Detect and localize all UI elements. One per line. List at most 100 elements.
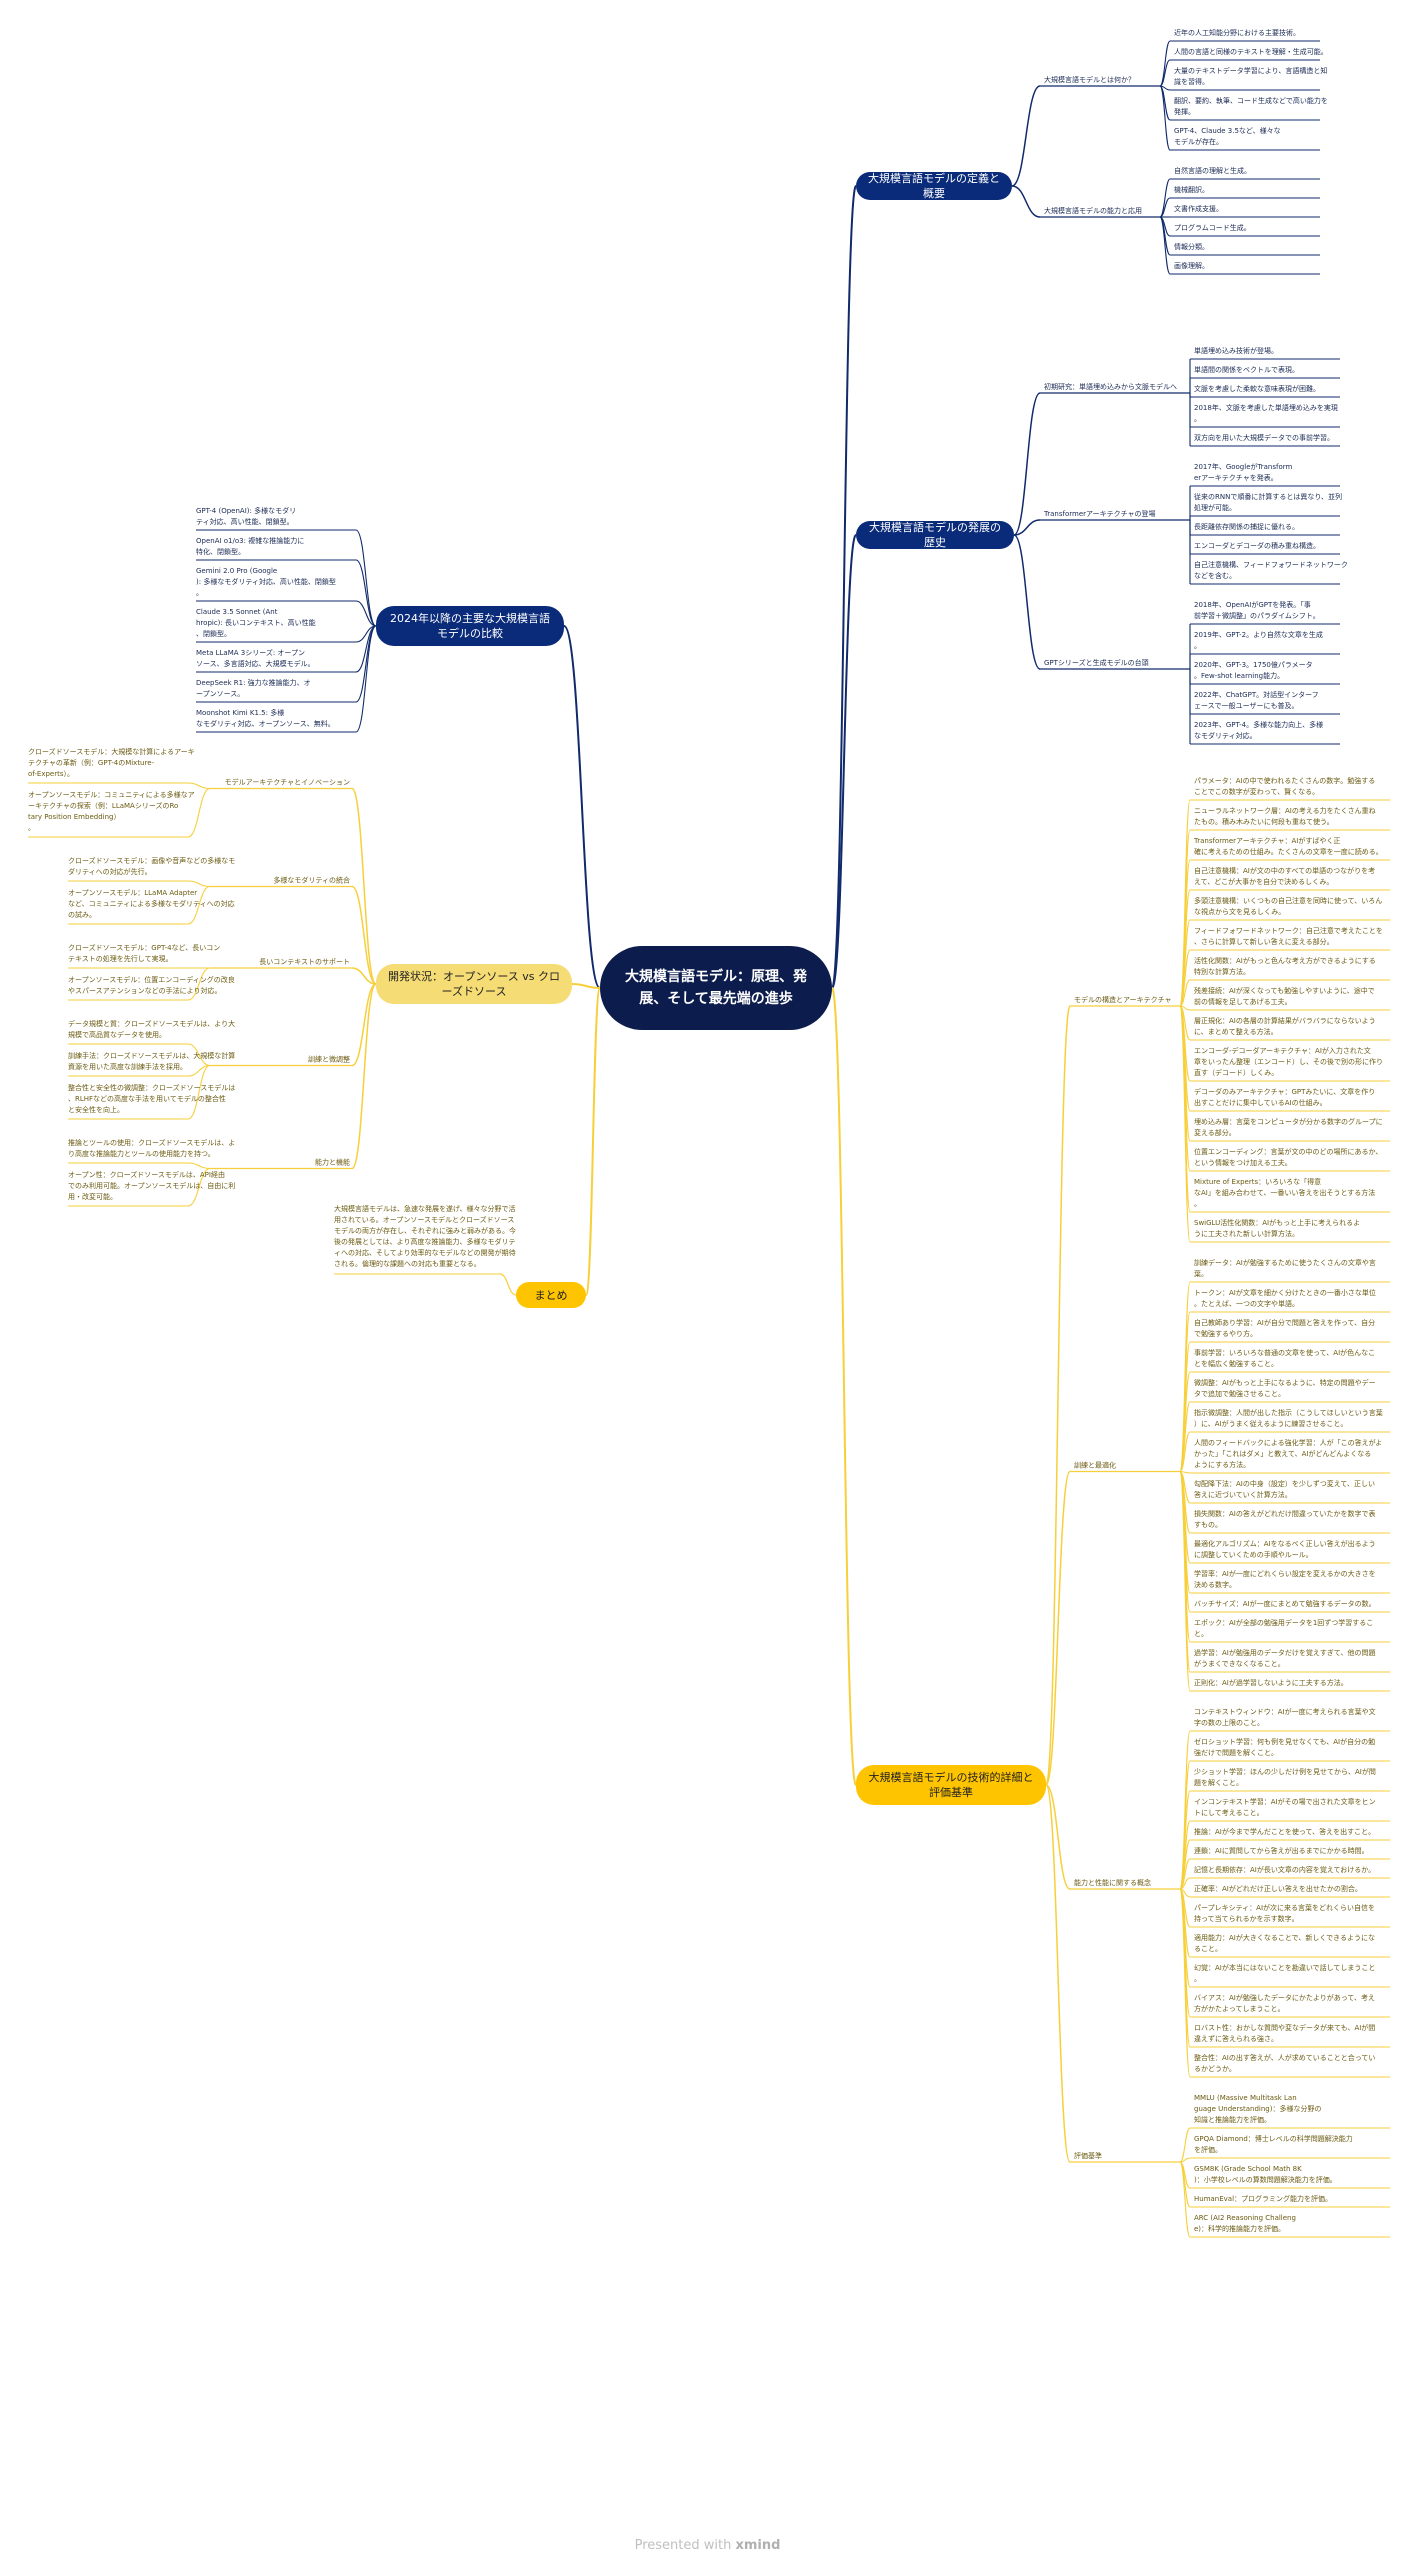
technical-leaf-0-9-line-0[interactable]: エンコーダ-デコーダアーキテクチャ：AIが入力された文	[1194, 1046, 1371, 1055]
compare-leaf-0-line-0[interactable]: GPT-4 (OpenAI): 多様なモダリ	[196, 506, 296, 515]
definition-leaf-0-0-line-0[interactable]: 近年の人工知能分野における主要技術。	[1174, 28, 1300, 37]
technical-leaf-0-6-line-0[interactable]: 活性化関数：AIがもっと色んな考え方ができるようにする	[1194, 956, 1376, 965]
technical-leaf-0-8-line-1[interactable]: に、まとめて整える方法。	[1194, 1027, 1278, 1036]
compare-leaf-2-line-2[interactable]: 。	[196, 589, 203, 597]
technical-leaf-3-0-line-1[interactable]: guage Understanding)：多様な分野の	[1194, 2104, 1321, 2113]
history-leaf-2-0-line-0[interactable]: 2018年、OpenAIがGPTを発表。「事	[1194, 600, 1311, 609]
technical-leaf-2-8-line-1[interactable]: 持って当てられるかを示す数字。	[1194, 1914, 1299, 1923]
topic-summary[interactable]: まとめ	[516, 1282, 586, 1308]
technical-leaf-1-2-line-0[interactable]: 自己教師あり学習：AIが自分で問題と答えを作って、自分	[1194, 1318, 1375, 1327]
technical-leaf-2-9-line-0[interactable]: 適用能力：AIが大きくなることで、新しくできるようにな	[1194, 1933, 1375, 1942]
status-leaf-2-1-line-1[interactable]: やスパースアテンションなどの手法により対応。	[68, 986, 222, 995]
status-leaf-0-1-line-2[interactable]: tary Position Embedding）	[28, 813, 120, 821]
history-leaf-1-4-line-1[interactable]: などを含む。	[1194, 571, 1236, 580]
technical-leaf-0-14-line-0[interactable]: SwiGLU活性化関数：AIがもっと上手に考えられるよ	[1194, 1218, 1360, 1227]
compare-leaf-0-line-1[interactable]: ティ対応、高い性能、閉鎖型。	[196, 517, 294, 526]
technical-leaf-2-11-line-0[interactable]: バイアス：AIが勉強したデータにかたよりがあって、考え	[1194, 1993, 1375, 2002]
summary-leaf-line-0[interactable]: 大規模言語モデルは、急速な発展を遂げ、様々な分野で活	[334, 1204, 516, 1213]
history-leaf-0-0-line-0[interactable]: 単語埋め込み技術が登場。	[1194, 346, 1278, 355]
compare-leaf-3-line-0[interactable]: Claude 3.5 Sonnet (Ant	[196, 608, 278, 616]
definition-leaf-1-4-line-0[interactable]: 情報分類。	[1174, 242, 1209, 251]
technical-leaf-0-8-line-0[interactable]: 層正規化：AIの各層の計算結果がバラバラにならないよう	[1194, 1016, 1376, 1025]
technical-leaf-2-7-line-0[interactable]: 正確率：AIがどれだけ正しい答えを出せたかの割合。	[1194, 1884, 1362, 1893]
technical-leaf-3-1-line-0[interactable]: GPQA Diamond：博士レベルの科学問題解決能力	[1194, 2134, 1353, 2143]
technical-leaf-1-0-line-0[interactable]: 訓練データ：AIが勉強するために使うたくさんの文章や言	[1194, 1258, 1376, 1267]
topic-model-comparison[interactable]: 2024年以降の主要な大規模言語モデルの比較	[376, 606, 564, 646]
topic-history[interactable]: 大規模言語モデルの発展の歴史	[856, 521, 1014, 549]
status-leaf-3-0-line-0[interactable]: データ規模と質：クローズドソースモデルは、より大	[68, 1019, 235, 1028]
definition-leaf-1-3-line-0[interactable]: プログラムコード生成。	[1174, 223, 1251, 232]
technical-leaf-1-8-line-1[interactable]: すもの。	[1194, 1521, 1222, 1529]
technical-leaf-3-2-line-0[interactable]: GSM8K (Grade School Math 8K	[1194, 2165, 1302, 2173]
technical-sub-1[interactable]: 訓練と最適化	[1074, 1461, 1116, 1470]
technical-leaf-0-4-line-0[interactable]: 多頭注意機構：いくつもの自己注意を同時に使って、いろん	[1194, 896, 1382, 905]
status-leaf-2-0-line-1[interactable]: テキストの処理を先行して実現。	[68, 954, 173, 963]
status-leaf-1-1-line-1[interactable]: など、コミュニティによる多様なモダリティへの対応	[68, 899, 235, 908]
technical-leaf-0-5-line-0[interactable]: フィードフォワードネットワーク：自己注意で考えたことを	[1194, 926, 1383, 935]
status-leaf-0-1-line-3[interactable]: 。	[28, 824, 35, 832]
technical-leaf-1-8-line-0[interactable]: 損失関数：AIの答えがどれだけ間違っていたかを数字で表	[1194, 1509, 1376, 1518]
compare-leaf-4-line-1[interactable]: ソース、多言語対応、大規模モデル。	[196, 659, 315, 668]
status-leaf-1-0-line-0[interactable]: クローズドソースモデル：画像や音声などの多様なモ	[68, 856, 235, 865]
status-sub-4[interactable]: 能力と機能	[315, 1158, 350, 1167]
technical-leaf-1-13-line-1[interactable]: がうまくできなくなること。	[1194, 1659, 1285, 1668]
status-leaf-3-2-line-0[interactable]: 整合性と安全性の微調整：クローズドソースモデルは	[68, 1083, 235, 1092]
definition-leaf-0-1-line-0[interactable]: 人間の言語と同様のテキストを理解・生成可能。	[1174, 47, 1328, 56]
status-leaf-1-1-line-2[interactable]: の試み。	[68, 910, 96, 919]
technical-leaf-2-8-line-0[interactable]: パープレキシティ：AIが次に来る言葉をどれくらい自信を	[1194, 1903, 1375, 1912]
status-leaf-2-1-line-0[interactable]: オープンソースモデル：位置エンコーディングの改良	[68, 975, 235, 984]
status-sub-3[interactable]: 訓練と微調整	[308, 1055, 350, 1064]
history-leaf-2-1-line-0[interactable]: 2019年、GPT-2。より自然な文章を生成	[1194, 630, 1323, 639]
technical-leaf-0-3-line-1[interactable]: えて、どこが大事かを自分で決めるしくみ。	[1194, 877, 1333, 886]
status-leaf-3-1-line-1[interactable]: 資源を用いた高度な訓練手法を採用。	[68, 1062, 187, 1071]
technical-leaf-2-4-line-0[interactable]: 推論：AIが今まで学んだことを使って、答えを出すこと。	[1194, 1827, 1375, 1836]
technical-leaf-3-3-line-0[interactable]: HumanEval：プログラミング能力を評価。	[1194, 2194, 1332, 2203]
compare-leaf-1-line-1[interactable]: 特化、閉鎖型。	[196, 547, 245, 556]
status-leaf-4-1-line-1[interactable]: でのみ利用可能。オープンソースモデルは、自由に利	[68, 1181, 235, 1190]
status-leaf-0-0-line-1[interactable]: テクチャの革新（例：GPT-4のMixture-	[28, 758, 155, 767]
technical-leaf-2-2-line-1[interactable]: 題を解くこと。	[1194, 1778, 1243, 1787]
definition-leaf-0-2-line-1[interactable]: 識を習得。	[1174, 77, 1209, 86]
technical-leaf-1-9-line-1[interactable]: に調整していくための手順やルール。	[1194, 1550, 1313, 1559]
technical-leaf-0-2-line-1[interactable]: 確に考えるための仕組み。たくさんの文章を一度に読める。	[1194, 847, 1383, 856]
history-leaf-1-1-line-0[interactable]: 従来のRNNで順番に計算するとは異なり、並列	[1194, 492, 1342, 501]
status-leaf-4-1-line-2[interactable]: 用・改変可能。	[68, 1192, 117, 1201]
technical-leaf-0-12-line-1[interactable]: という情報をつけ加える工夫。	[1194, 1158, 1292, 1167]
history-leaf-0-4-line-0[interactable]: 双方向を用いた大規模データでの事前学習。	[1194, 433, 1334, 442]
technical-leaf-3-1-line-1[interactable]: を評価。	[1194, 2145, 1222, 2154]
status-sub-0[interactable]: モデルアーキテクチャとイノベーション	[225, 778, 350, 787]
definition-leaf-0-4-line-1[interactable]: モデルが存在。	[1174, 137, 1223, 146]
technical-sub-0[interactable]: モデルの構造とアーキテクチャ	[1074, 995, 1172, 1004]
technical-leaf-0-1-line-1[interactable]: たもの。積み木みたいに何段も重ねて使う。	[1194, 817, 1334, 826]
technical-leaf-2-3-line-1[interactable]: トにして考えること。	[1194, 1809, 1264, 1817]
compare-leaf-2-line-0[interactable]: Gemini 2.0 Pro (Google	[196, 567, 277, 575]
definition-sub-1[interactable]: 大規模言語モデルの能力と応用	[1044, 206, 1142, 215]
technical-leaf-0-9-line-1[interactable]: 章をいったん整理（エンコード）し、その後で別の形に作り	[1194, 1057, 1383, 1066]
technical-leaf-0-11-line-0[interactable]: 埋め込み層：言葉をコンピュータが分かる数字のグループに	[1194, 1117, 1383, 1126]
history-leaf-1-0-line-1[interactable]: erアーキテクチャを発表。	[1194, 473, 1278, 482]
technical-leaf-2-10-line-1[interactable]: 。	[1194, 1975, 1201, 1983]
technical-leaf-2-0-line-0[interactable]: コンテキストウィンドウ：AIが一度に考えられる言葉や文	[1194, 1707, 1376, 1716]
technical-leaf-2-3-line-0[interactable]: インコンテキスト学習：AIがその場で出された文章をヒン	[1194, 1797, 1376, 1806]
history-leaf-2-3-line-1[interactable]: ェースで一般ユーザーにも普及。	[1194, 701, 1299, 710]
technical-leaf-1-2-line-1[interactable]: で勉強するやり方。	[1194, 1329, 1257, 1338]
technical-leaf-1-4-line-1[interactable]: タで追加で勉強させること。	[1194, 1389, 1285, 1398]
technical-leaf-2-12-line-1[interactable]: 違えずに答えられる強さ。	[1194, 2034, 1278, 2043]
status-leaf-0-0-line-2[interactable]: of-Experts）。	[28, 770, 74, 778]
technical-leaf-1-1-line-1[interactable]: 。たとえば、一つの文字や単語。	[1194, 1299, 1299, 1308]
status-leaf-4-0-line-1[interactable]: り高度な推論能力とツールの使用能力を持つ。	[68, 1149, 215, 1158]
summary-leaf-line-3[interactable]: 後の発展としては、より高度な推論能力、多様なモダリテ	[334, 1237, 516, 1246]
status-leaf-0-1-line-0[interactable]: オープンソースモデル：コミュニティによる多様なア	[28, 790, 195, 799]
technical-leaf-2-12-line-0[interactable]: ロバスト性：おかしな質問や変なデータが来ても、AIが間	[1194, 2023, 1375, 2032]
technical-leaf-0-5-line-1[interactable]: 、さらに計算して新しい答えに変える部分。	[1194, 937, 1334, 946]
technical-leaf-1-1-line-0[interactable]: トークン：AIが文章を細かく分けたときの一番小さな単位	[1194, 1288, 1376, 1297]
technical-leaf-2-10-line-0[interactable]: 幻覚：AIが本当にはないことを勘違いで話してしまうこと	[1194, 1963, 1375, 1972]
definition-leaf-1-1-line-0[interactable]: 機械翻訳。	[1174, 185, 1209, 194]
technical-leaf-1-13-line-0[interactable]: 過学習：AIが勉強用のデータだけを覚えすぎて、他の問題	[1194, 1648, 1376, 1657]
history-sub-1[interactable]: Transformerアーキテクチャの登場	[1043, 509, 1156, 518]
compare-leaf-5-line-1[interactable]: ープンソース。	[196, 690, 244, 698]
technical-leaf-1-10-line-0[interactable]: 学習率：AIが一度にどれくらい設定を変えるかの大きさを	[1194, 1569, 1376, 1578]
central-topic[interactable]: 大規模言語モデル：原理、発展、そして最先端の進歩	[600, 946, 832, 1030]
status-leaf-1-0-line-1[interactable]: ダリティへの対応が先行。	[68, 867, 152, 876]
summary-leaf-line-1[interactable]: 用されている。オープンソースモデルとクローズドソース	[334, 1215, 514, 1224]
